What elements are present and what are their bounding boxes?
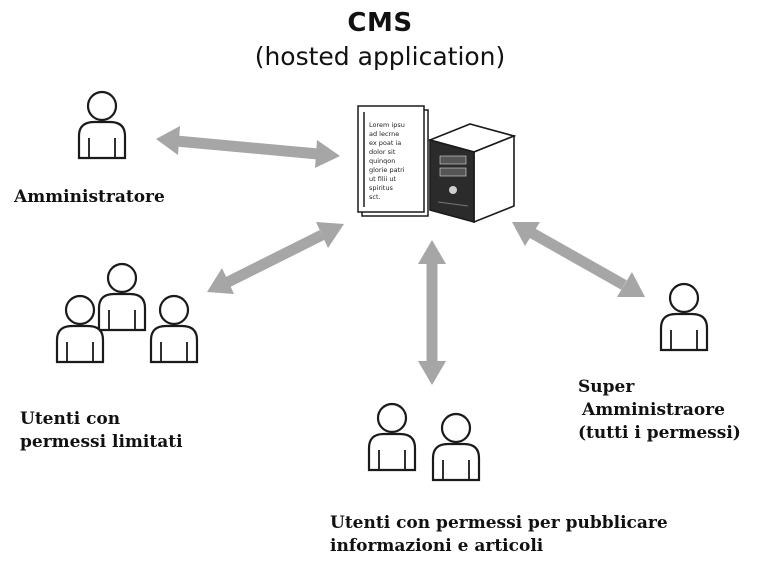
arrow-super-admin (512, 222, 645, 297)
person-icon-limited-right (149, 294, 199, 364)
label-limitati-line2: permessi limitati (20, 432, 183, 452)
person-icon-limited-left (55, 294, 105, 364)
person-icon-limited-back (97, 262, 147, 332)
label-amministratore: Amministratore (14, 187, 165, 207)
person-icon-publisher-right (431, 412, 481, 482)
label-pubblicare: Utenti con permessi per pubblicare infor… (330, 512, 668, 558)
document-line: dolor sit (369, 148, 396, 156)
document-line: quinqon (369, 157, 395, 165)
diagram-title: CMS (347, 8, 413, 38)
document-line: Lorem ipsu (369, 121, 405, 129)
document-line: ut filii ut (369, 175, 396, 183)
arrow-limited-users (207, 222, 344, 294)
document-line: ex poat ia (369, 139, 401, 147)
label-pubblicare-line1: Utenti con permessi per pubblicare (330, 513, 668, 533)
arrow-admin (156, 126, 340, 168)
document-line: glorie patri (369, 166, 405, 174)
label-super-admin: Super Amministraore (tutti i permessi) (578, 376, 741, 445)
person-icon-admin (77, 90, 127, 160)
label-limitati-line1: Utenti con (20, 409, 121, 429)
svg-text:Lorem ipsu ad lecrne: Lorem ipsu ad lecrne ex poat ia dolor si… (369, 121, 407, 201)
label-limitati: Utenti con permessi limitati (20, 408, 183, 454)
person-icon-publisher-left (367, 402, 417, 472)
label-super-line3: (tutti i permessi) (578, 423, 741, 443)
document-line: sct. (369, 193, 381, 201)
label-pubblicare-line2: informazioni e articoli (330, 536, 544, 556)
document-line: spiritus (369, 184, 393, 192)
document-line: ad lecrne (369, 130, 399, 138)
arrow-publishers (418, 240, 446, 385)
document-icon: Lorem ipsu ad lecrne ex poat ia dolor si… (357, 105, 429, 217)
label-super-line1: Super (578, 377, 635, 397)
label-super-line2: Amministraore (582, 400, 725, 420)
server-icon (427, 123, 517, 224)
person-icon-super-admin (659, 282, 709, 352)
diagram-subtitle: (hosted application) (254, 42, 506, 71)
